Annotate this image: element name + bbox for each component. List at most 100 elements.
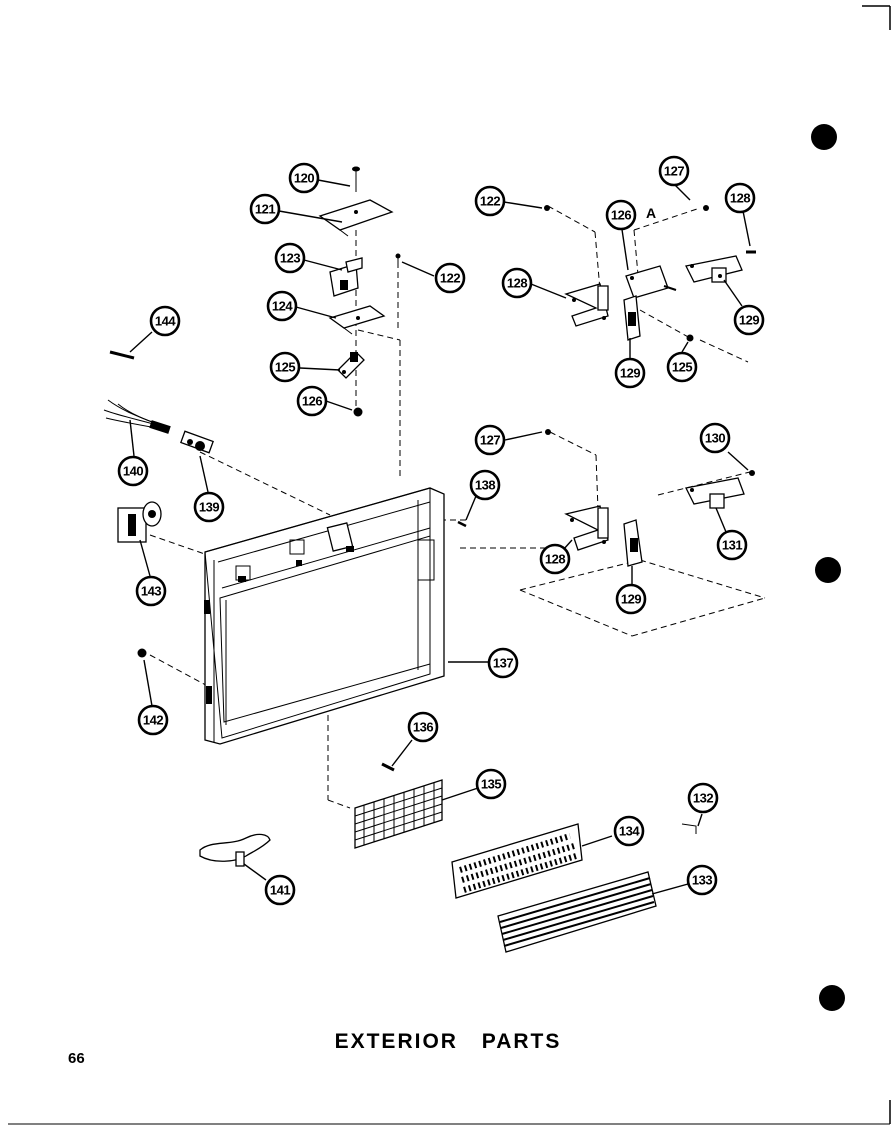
svg-text:122: 122: [480, 194, 500, 209]
svg-text:134: 134: [619, 824, 640, 839]
callout-128: 128: [539, 543, 571, 575]
callout-126: 126: [296, 385, 328, 417]
svg-text:138: 138: [475, 478, 495, 493]
screw-part: [544, 205, 550, 211]
callout-129: 129: [733, 304, 765, 336]
callout-137: 137: [487, 647, 519, 679]
callout-140: 140: [117, 455, 149, 487]
svg-text:137: 137: [493, 656, 513, 671]
svg-text:125: 125: [672, 360, 692, 375]
svg-text:123: 123: [280, 251, 300, 266]
callout-133: 133: [686, 864, 718, 896]
svg-text:128: 128: [730, 191, 750, 206]
nut-part: [353, 407, 363, 417]
callout-123: 123: [274, 242, 306, 274]
hinge-part: [623, 519, 643, 567]
svg-text:125: 125: [275, 360, 295, 375]
svg-text:127: 127: [480, 433, 500, 448]
callout-142: 142: [137, 704, 169, 736]
screw-part: [703, 205, 709, 211]
svg-text:122: 122: [440, 271, 460, 286]
page-number: 66: [68, 1050, 85, 1067]
callout-138: 138: [469, 469, 501, 501]
svg-text:136: 136: [413, 720, 433, 735]
hinge-part: [337, 351, 365, 379]
front-frame-part: [204, 487, 445, 745]
callout-122: 122: [474, 185, 506, 217]
nut-part: [137, 648, 147, 658]
callout-135: 135: [475, 768, 507, 800]
svg-text:126: 126: [302, 394, 322, 409]
page-title: EXTERIOR PARTS: [334, 1030, 562, 1053]
callout-121: 121: [249, 193, 281, 225]
svg-text:131: 131: [722, 538, 742, 553]
callout-141: 141: [264, 874, 296, 906]
callout-128: 128: [501, 267, 533, 299]
top-plate-part: [318, 199, 394, 237]
handle-part: [199, 833, 271, 867]
callout-127: 127: [658, 155, 690, 187]
screw-part: [395, 253, 401, 266]
callout-136: 136: [407, 711, 439, 743]
svg-text:129: 129: [739, 313, 759, 328]
binder-hole: [811, 124, 837, 150]
svg-text:130: 130: [705, 431, 725, 446]
svg-text:120: 120: [294, 171, 314, 186]
svg-text:140: 140: [123, 464, 143, 479]
nut-part: [686, 334, 694, 342]
callout-131: 131: [716, 529, 748, 561]
callout-130: 130: [699, 422, 731, 454]
screw-part: [545, 429, 551, 435]
hinge-part: [625, 265, 677, 299]
hinge-plate-part: [328, 305, 386, 335]
svg-text:133: 133: [692, 873, 712, 888]
svg-text:144: 144: [155, 314, 176, 329]
callout-134: 134: [613, 815, 645, 847]
hinge-part: [685, 255, 743, 283]
bracket-part: [329, 257, 363, 297]
svg-text:135: 135: [481, 777, 501, 792]
clip-part: [681, 823, 697, 834]
filter-part: [451, 823, 583, 899]
svg-text:141: 141: [270, 883, 290, 898]
callout-125: 125: [666, 351, 698, 383]
svg-text:129: 129: [620, 366, 640, 381]
screw-part: [749, 470, 755, 476]
svg-text:132: 132: [693, 791, 713, 806]
hinge-part: [623, 295, 641, 341]
svg-text:142: 142: [143, 713, 163, 728]
callout-143: 143: [135, 575, 167, 607]
callout-125: 125: [269, 351, 301, 383]
bracket-part: [564, 505, 609, 551]
svg-text:124: 124: [272, 299, 293, 314]
connector-part: [180, 430, 214, 454]
callout-126: 126: [605, 199, 637, 231]
pin-part: [109, 350, 135, 360]
svg-text:128: 128: [545, 552, 565, 567]
callout-144: 144: [149, 305, 181, 337]
callout-132: 132: [687, 782, 719, 814]
callout-124: 124: [266, 290, 298, 322]
callout-120: 120: [288, 162, 320, 194]
callout-127: 127: [474, 424, 506, 456]
binder-hole: [815, 557, 841, 583]
wire-lead-part: [103, 399, 171, 434]
svg-text:121: 121: [255, 202, 275, 217]
louver-grille-part: [497, 871, 657, 953]
grille-part: [354, 779, 443, 849]
callout-128: 128: [724, 182, 756, 214]
binder-hole: [819, 985, 845, 1011]
svg-text:129: 129: [621, 592, 641, 607]
screw-part: [381, 762, 395, 772]
svg-text:128: 128: [507, 276, 527, 291]
screw-part: [352, 166, 360, 192]
callout-122: 122: [434, 262, 466, 294]
svg-text:126: 126: [611, 208, 631, 223]
annotation-letter: A: [646, 205, 656, 221]
bracket-part: [564, 283, 609, 327]
svg-text:139: 139: [199, 500, 219, 515]
callout-129: 129: [615, 583, 647, 615]
callout-139: 139: [193, 491, 225, 523]
